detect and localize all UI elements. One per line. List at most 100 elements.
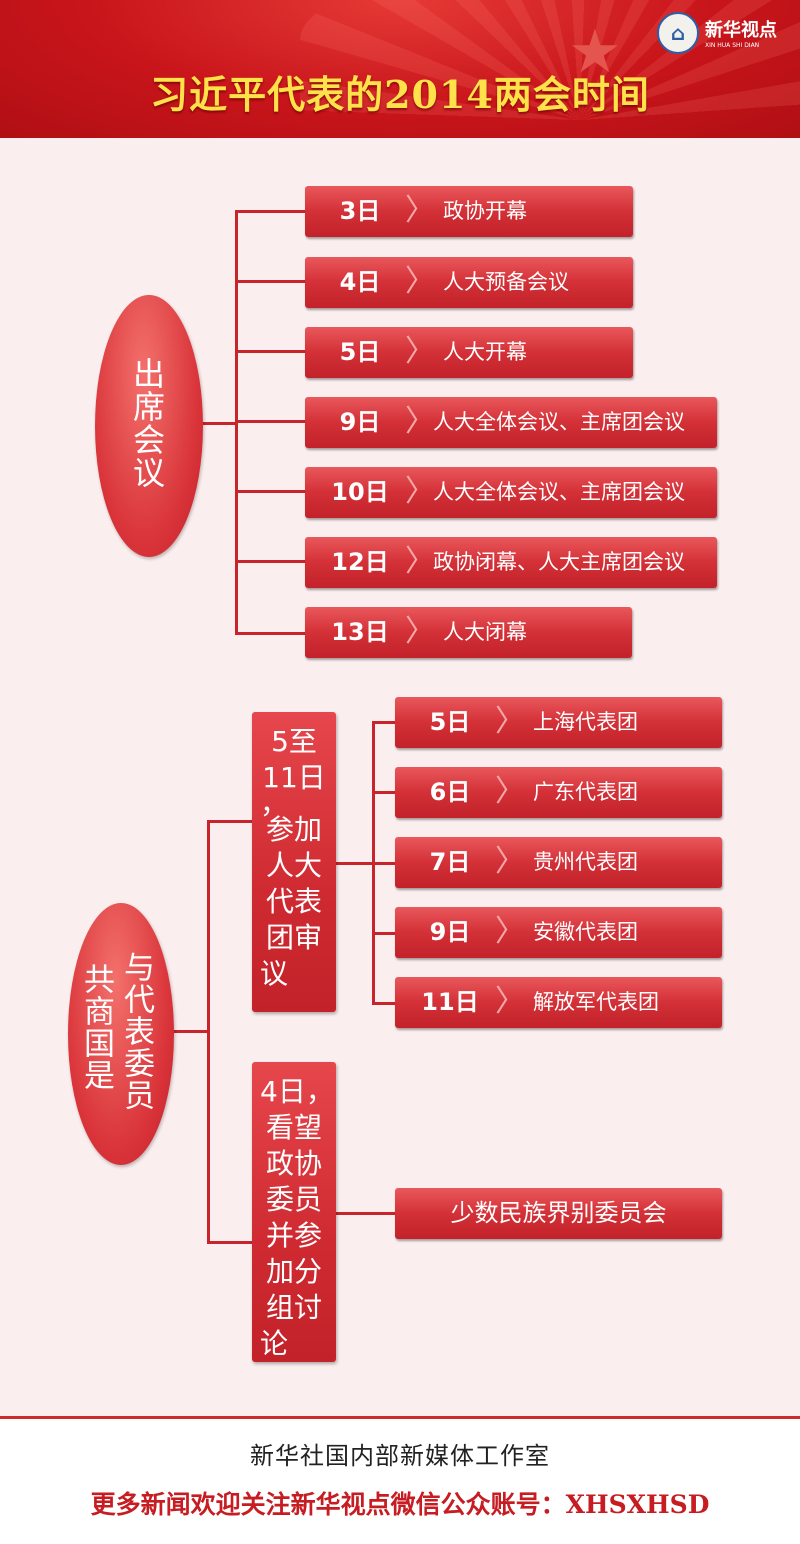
logo-emblem-icon: ⌂: [657, 12, 699, 54]
connector-line: [235, 210, 305, 213]
connector-line: [207, 820, 210, 1244]
ethnic-minorities-committee-item: 少数民族界别委员会: [395, 1188, 722, 1239]
day-label: 5日: [429, 708, 471, 736]
footer-credit: 新华社国内部新媒体工作室: [250, 1442, 550, 1470]
group2-label-line: 委员: [265, 1183, 322, 1216]
day-label: 9日: [429, 918, 471, 946]
chevron-right-icon: 〉: [495, 984, 525, 1019]
chevron-right-icon: 〉: [405, 474, 435, 509]
delegation-item: 7日 〉 贵州代表团: [395, 837, 722, 888]
group1-label-line: 参加: [265, 813, 322, 846]
schedule-item: 3日 〉 政协开幕: [305, 186, 633, 237]
event-label: 人大闭幕: [443, 620, 527, 644]
group2-label-line: 组讨: [265, 1291, 322, 1324]
connector-line: [235, 560, 305, 563]
chevron-right-icon: 〉: [495, 774, 525, 809]
delegation-item: 9日 〉 安徽代表团: [395, 907, 722, 958]
chevron-right-icon: 〉: [405, 264, 435, 299]
connector-line: [372, 1002, 396, 1005]
group1-label-line: 11日: [262, 761, 326, 794]
event-label: 政协开幕: [443, 199, 527, 223]
connector-line: [235, 350, 305, 353]
delegation-item: 6日 〉 广东代表团: [395, 767, 722, 818]
group2-label-line: 论: [260, 1327, 289, 1360]
day-label: 7日: [429, 848, 471, 876]
connector-line: [235, 420, 305, 423]
group1-label-line: 人大: [265, 849, 322, 882]
discuss-label-col1: 与代表委员: [118, 951, 154, 1111]
cppcc-visit-node: 4日， 看望 政协 委员 并参 加分 组讨 论: [252, 1062, 336, 1362]
star-icon: ★: [568, 17, 622, 87]
day-label: 3日: [339, 197, 381, 225]
connector-line: [235, 280, 305, 283]
connector-line: [372, 862, 396, 865]
group2-label-line: 看望: [265, 1111, 322, 1144]
event-label: 安徽代表团: [533, 920, 638, 944]
group2-label-line: 4日，: [260, 1075, 334, 1108]
connector-line: [372, 721, 396, 724]
connector-line: [200, 422, 238, 425]
event-label: 解放军代表团: [533, 990, 659, 1014]
attend-meetings-node: 出席会议: [95, 295, 203, 557]
footer-divider: [0, 1416, 800, 1419]
group1-label-line: 5至: [271, 725, 317, 758]
schedule-item: 9日 〉 人大全体会议、主席团会议: [305, 397, 717, 448]
event-label: 上海代表团: [533, 710, 638, 734]
group1-label-line: 团审: [265, 921, 322, 954]
logo-text: 新华视点: [705, 20, 777, 41]
group2-label-line: 并参: [265, 1219, 322, 1252]
event-label: 人大开幕: [443, 340, 527, 364]
chevron-right-icon: 〉: [405, 614, 435, 649]
group1-label-line: 议: [260, 957, 289, 990]
chevron-right-icon: 〉: [405, 544, 435, 579]
day-label: 6日: [429, 778, 471, 806]
connector-line: [207, 1241, 253, 1244]
event-label: 少数民族界别委员会: [450, 1199, 667, 1227]
group2-label-line: 加分: [265, 1255, 322, 1288]
group2-label-line: 政协: [265, 1147, 322, 1180]
event-label: 人大全体会议、主席团会议: [433, 480, 685, 504]
event-label: 广东代表团: [533, 780, 638, 804]
event-label: 人大预备会议: [443, 270, 569, 294]
chevron-right-icon: 〉: [495, 704, 525, 739]
discuss-label-col2: 共商国是: [78, 963, 114, 1091]
attend-meetings-label: 出席会议: [128, 357, 166, 489]
event-label: 政协闭幕、人大主席团会议: [433, 550, 685, 574]
deputy-delegations-node: 5至 11日 ， 参加 人大 代表 团审 议: [252, 712, 336, 1012]
chevron-right-icon: 〉: [495, 844, 525, 879]
discuss-with-deputies-node: 与代表委员 共商国是: [68, 903, 174, 1165]
chevron-right-icon: 〉: [405, 334, 435, 369]
day-label: 12日: [331, 548, 389, 576]
footer-follow-text: 更多新闻欢迎关注新华视点微信公众账号：XHSXHSD: [90, 1490, 710, 1519]
logo-subtext: XIN HUA SHI DIAN: [705, 42, 760, 49]
connector-line: [372, 932, 396, 935]
footer: [0, 1419, 800, 1544]
group1-label-line: ，: [260, 787, 289, 820]
connector-line: [235, 490, 305, 493]
connector-line: [235, 632, 305, 635]
group1-label-line: 代表: [265, 885, 322, 918]
schedule-item: 5日 〉 人大开幕: [305, 327, 633, 378]
day-label: 4日: [339, 268, 381, 296]
delegation-item: 5日 〉 上海代表团: [395, 697, 722, 748]
connector-line: [336, 1212, 396, 1215]
connector-line: [170, 1030, 210, 1033]
page-title: 习近平代表的2014两会时间: [150, 72, 650, 117]
chevron-right-icon: 〉: [495, 914, 525, 949]
day-label: 5日: [339, 338, 381, 366]
day-label: 10日: [331, 478, 389, 506]
schedule-item: 13日 〉 人大闭幕: [305, 607, 632, 658]
connector-line: [336, 862, 374, 865]
xinhua-logo: ⌂ 新华视点 XIN HUA SHI DIAN: [657, 10, 797, 58]
connector-line: [372, 791, 396, 794]
decorative-rays: [300, 0, 800, 120]
connector-line: [207, 820, 253, 823]
schedule-item: 4日 〉 人大预备会议: [305, 257, 633, 308]
schedule-item: 10日 〉 人大全体会议、主席团会议: [305, 467, 717, 518]
day-label: 13日: [331, 618, 389, 646]
chevron-right-icon: 〉: [405, 193, 435, 228]
header-banner: ★ ⌂ 新华视点 XIN HUA SHI DIAN 习近平代表的2014两会时间: [0, 0, 800, 138]
day-label: 9日: [339, 408, 381, 436]
event-label: 人大全体会议、主席团会议: [433, 410, 685, 434]
delegation-item: 11日 〉 解放军代表团: [395, 977, 722, 1028]
